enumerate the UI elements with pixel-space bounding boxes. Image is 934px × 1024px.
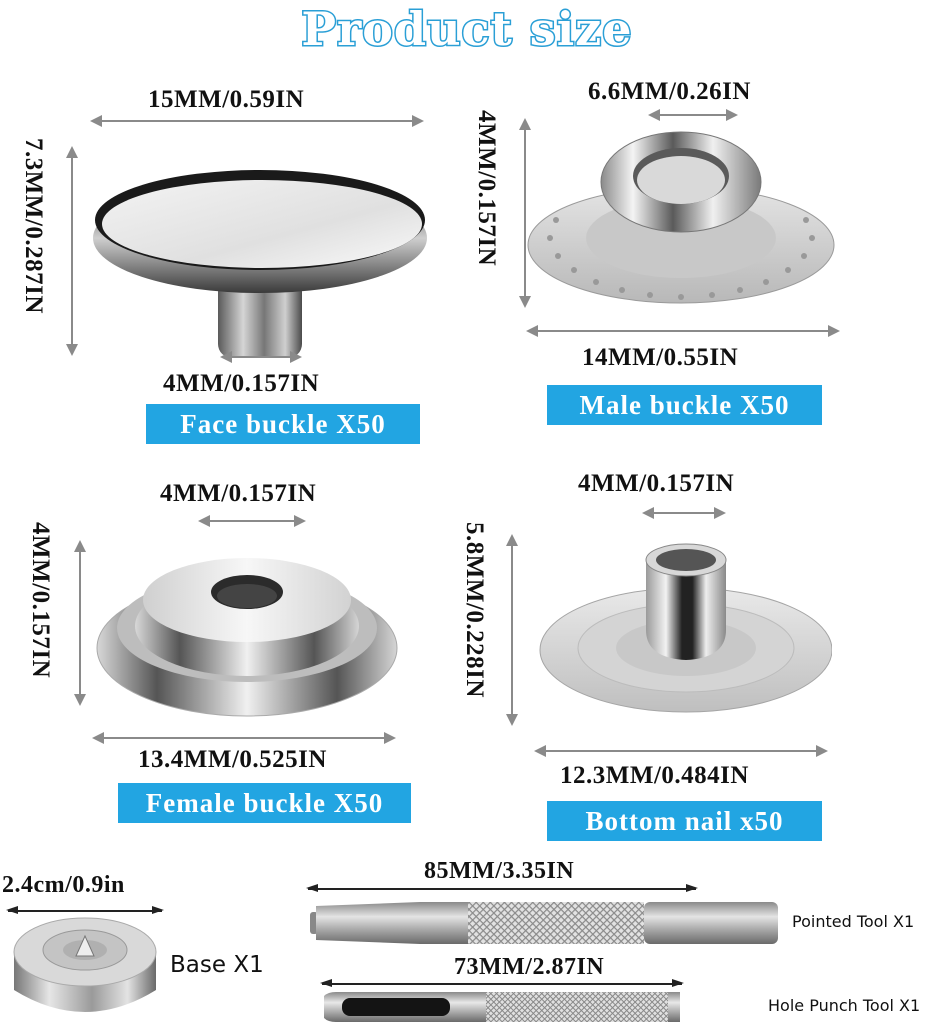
- male-buckle-badge: Male buckle X50: [547, 385, 822, 425]
- bottom-nail-stem-arrow: [642, 507, 726, 519]
- male-buckle-inner-label: 6.6MM/0.26IN: [588, 78, 751, 105]
- bottom-nail-width-arrow: [534, 745, 828, 757]
- male-buckle-height-label: 4MM/0.157IN: [473, 110, 500, 267]
- hole-punch-tool-image: [324, 992, 680, 1022]
- female-buckle-image: [96, 558, 398, 717]
- face-buckle-height-label: 7.3MM/0.287IN: [20, 138, 47, 314]
- male-buckle-image: [527, 131, 835, 304]
- hole-punch-tool-length-arrow: [320, 980, 684, 986]
- base-image: [13, 917, 157, 1012]
- face-buckle-image: [93, 170, 427, 358]
- male-buckle-width-arrow: [526, 325, 840, 337]
- hole-punch-tool-label: Hole Punch Tool X1: [768, 996, 921, 1015]
- base-label: Base X1: [170, 952, 264, 978]
- face-buckle-stem-arrow: [220, 351, 302, 363]
- face-buckle-section: 15MM/0.59IN 7.3MM/0.287IN 4MM/0.157IN Fa…: [0, 80, 460, 450]
- pointed-tool-length-label: 85MM/3.35IN: [424, 858, 575, 884]
- pointed-tool-length-arrow: [306, 885, 698, 891]
- bottom-nail-height-arrow: [506, 534, 518, 726]
- female-buckle-height-label: 4MM/0.157IN: [27, 522, 54, 679]
- base-section: 2.4cm/0.9in Base X1: [0, 860, 300, 1024]
- female-buckle-badge: Female buckle X50: [118, 783, 411, 823]
- female-buckle-height-arrow: [74, 540, 86, 706]
- hole-punch-tool-length-label: 73MM/2.87IN: [454, 954, 605, 980]
- face-buckle-stem-label: 4MM/0.157IN: [163, 370, 320, 397]
- base-width-arrow: [6, 907, 164, 913]
- pointed-tool-section: 85MM/3.35IN Pointed Tool X1: [300, 850, 934, 944]
- male-buckle-width-label: 14MM/0.55IN: [582, 344, 739, 371]
- face-buckle-width-arrow: [90, 115, 424, 127]
- pointed-tool-label: Pointed Tool X1: [792, 912, 915, 931]
- face-buckle-height-arrow: [66, 146, 78, 356]
- bottom-nail-width-label: 12.3MM/0.484IN: [560, 762, 749, 789]
- female-buckle-section: 4MM/0.157IN 4MM/0.157IN 13.4MM/0.525IN F…: [0, 470, 460, 830]
- bottom-nail-section: 4MM/0.157IN 5.8MM/0.228IN 12.3MM/0.484IN…: [460, 460, 934, 850]
- female-buckle-hole-arrow: [198, 515, 306, 527]
- face-buckle-badge: Face buckle X50: [146, 404, 420, 444]
- female-buckle-width-label: 13.4MM/0.525IN: [138, 746, 327, 773]
- face-buckle-width-label: 15MM/0.59IN: [148, 86, 305, 113]
- female-buckle-hole-label: 4MM/0.157IN: [160, 480, 317, 507]
- bottom-nail-height-label: 5.8MM/0.228IN: [461, 522, 488, 698]
- bottom-nail-badge: Bottom nail x50: [547, 801, 822, 841]
- base-width-label: 2.4cm/0.9in: [2, 872, 125, 898]
- female-buckle-width-arrow: [92, 732, 396, 744]
- hole-punch-tool-section: 73MM/2.87IN Hole Punch Tool X1: [300, 950, 934, 1024]
- bottom-nail-stem-label: 4MM/0.157IN: [578, 470, 735, 497]
- bottom-nail-image: [539, 543, 832, 713]
- male-buckle-section: 6.6MM/0.26IN 4MM/0.157IN 14MM/0.55IN Mal…: [460, 70, 934, 430]
- pointed-tool-image: [310, 902, 778, 944]
- page-title: Product size: [300, 1, 633, 58]
- male-buckle-height-arrow: [519, 118, 531, 308]
- male-buckle-inner-arrow: [648, 109, 738, 121]
